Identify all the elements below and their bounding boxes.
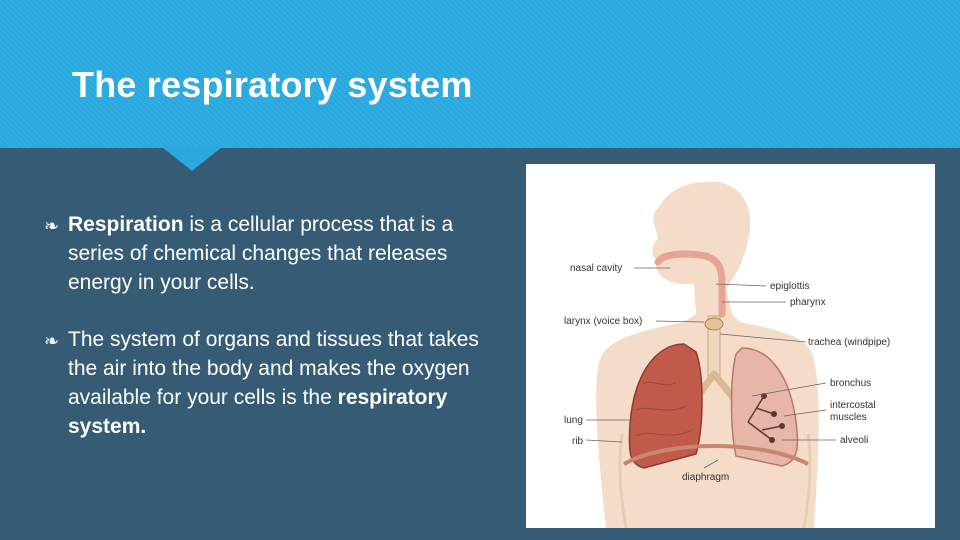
bullet-item: ❧ Respiration is a cellular process that …: [44, 210, 504, 297]
bullet-bold-term: respiratory system.: [68, 386, 448, 438]
airway-passage: [654, 250, 726, 318]
label-leaders: [585, 267, 836, 469]
label-diaphragm: diaphragm: [682, 472, 729, 483]
respiratory-diagram-svg: nasal cavity epiglottis pharynx larynx (…: [564, 181, 890, 528]
label-muscles: muscles: [830, 412, 867, 423]
respiratory-diagram: nasal cavity epiglottis pharynx larynx (…: [526, 164, 935, 528]
label-epiglottis: epiglottis: [770, 281, 809, 292]
bullet-list: ❧ Respiration is a cellular process that …: [44, 210, 504, 441]
bronchiole-tree: [747, 395, 783, 441]
bullet-text: The system of organs and tissues that ta…: [68, 328, 479, 409]
label-pharynx: pharynx: [790, 297, 826, 308]
label-trachea: trachea (windpipe): [808, 337, 890, 348]
bullet-item: ❧ The system of organs and tissues that t…: [44, 325, 504, 441]
alveoli-cluster: [769, 437, 775, 443]
title-banner: [0, 0, 960, 148]
rib-shape: [618, 433, 812, 528]
leaf-bullet-icon: ❧: [44, 216, 60, 236]
bullet-text: is a cellular process that is a series o…: [68, 213, 454, 294]
label-rib: rib: [572, 436, 584, 447]
label-lung: lung: [564, 415, 583, 426]
diaphragm-shape: [623, 444, 809, 466]
alveoli-cluster: [771, 411, 777, 417]
label-nasal-cavity: nasal cavity: [570, 263, 622, 274]
larynx-shape: [704, 317, 724, 331]
label-larynx: larynx (voice box): [564, 316, 642, 327]
label-intercostal: intercostal: [830, 400, 876, 411]
bullet-bold-term: Respiration: [68, 213, 184, 236]
slide-title: The respiratory system: [72, 64, 473, 105]
lung-texture: [635, 381, 693, 437]
banner-pointer: [162, 147, 222, 171]
label-bronchus: bronchus: [830, 378, 871, 389]
leaf-bullet-icon: ❧: [44, 331, 60, 351]
label-alveoli: alveoli: [840, 435, 868, 446]
alveoli-cluster: [779, 423, 785, 429]
